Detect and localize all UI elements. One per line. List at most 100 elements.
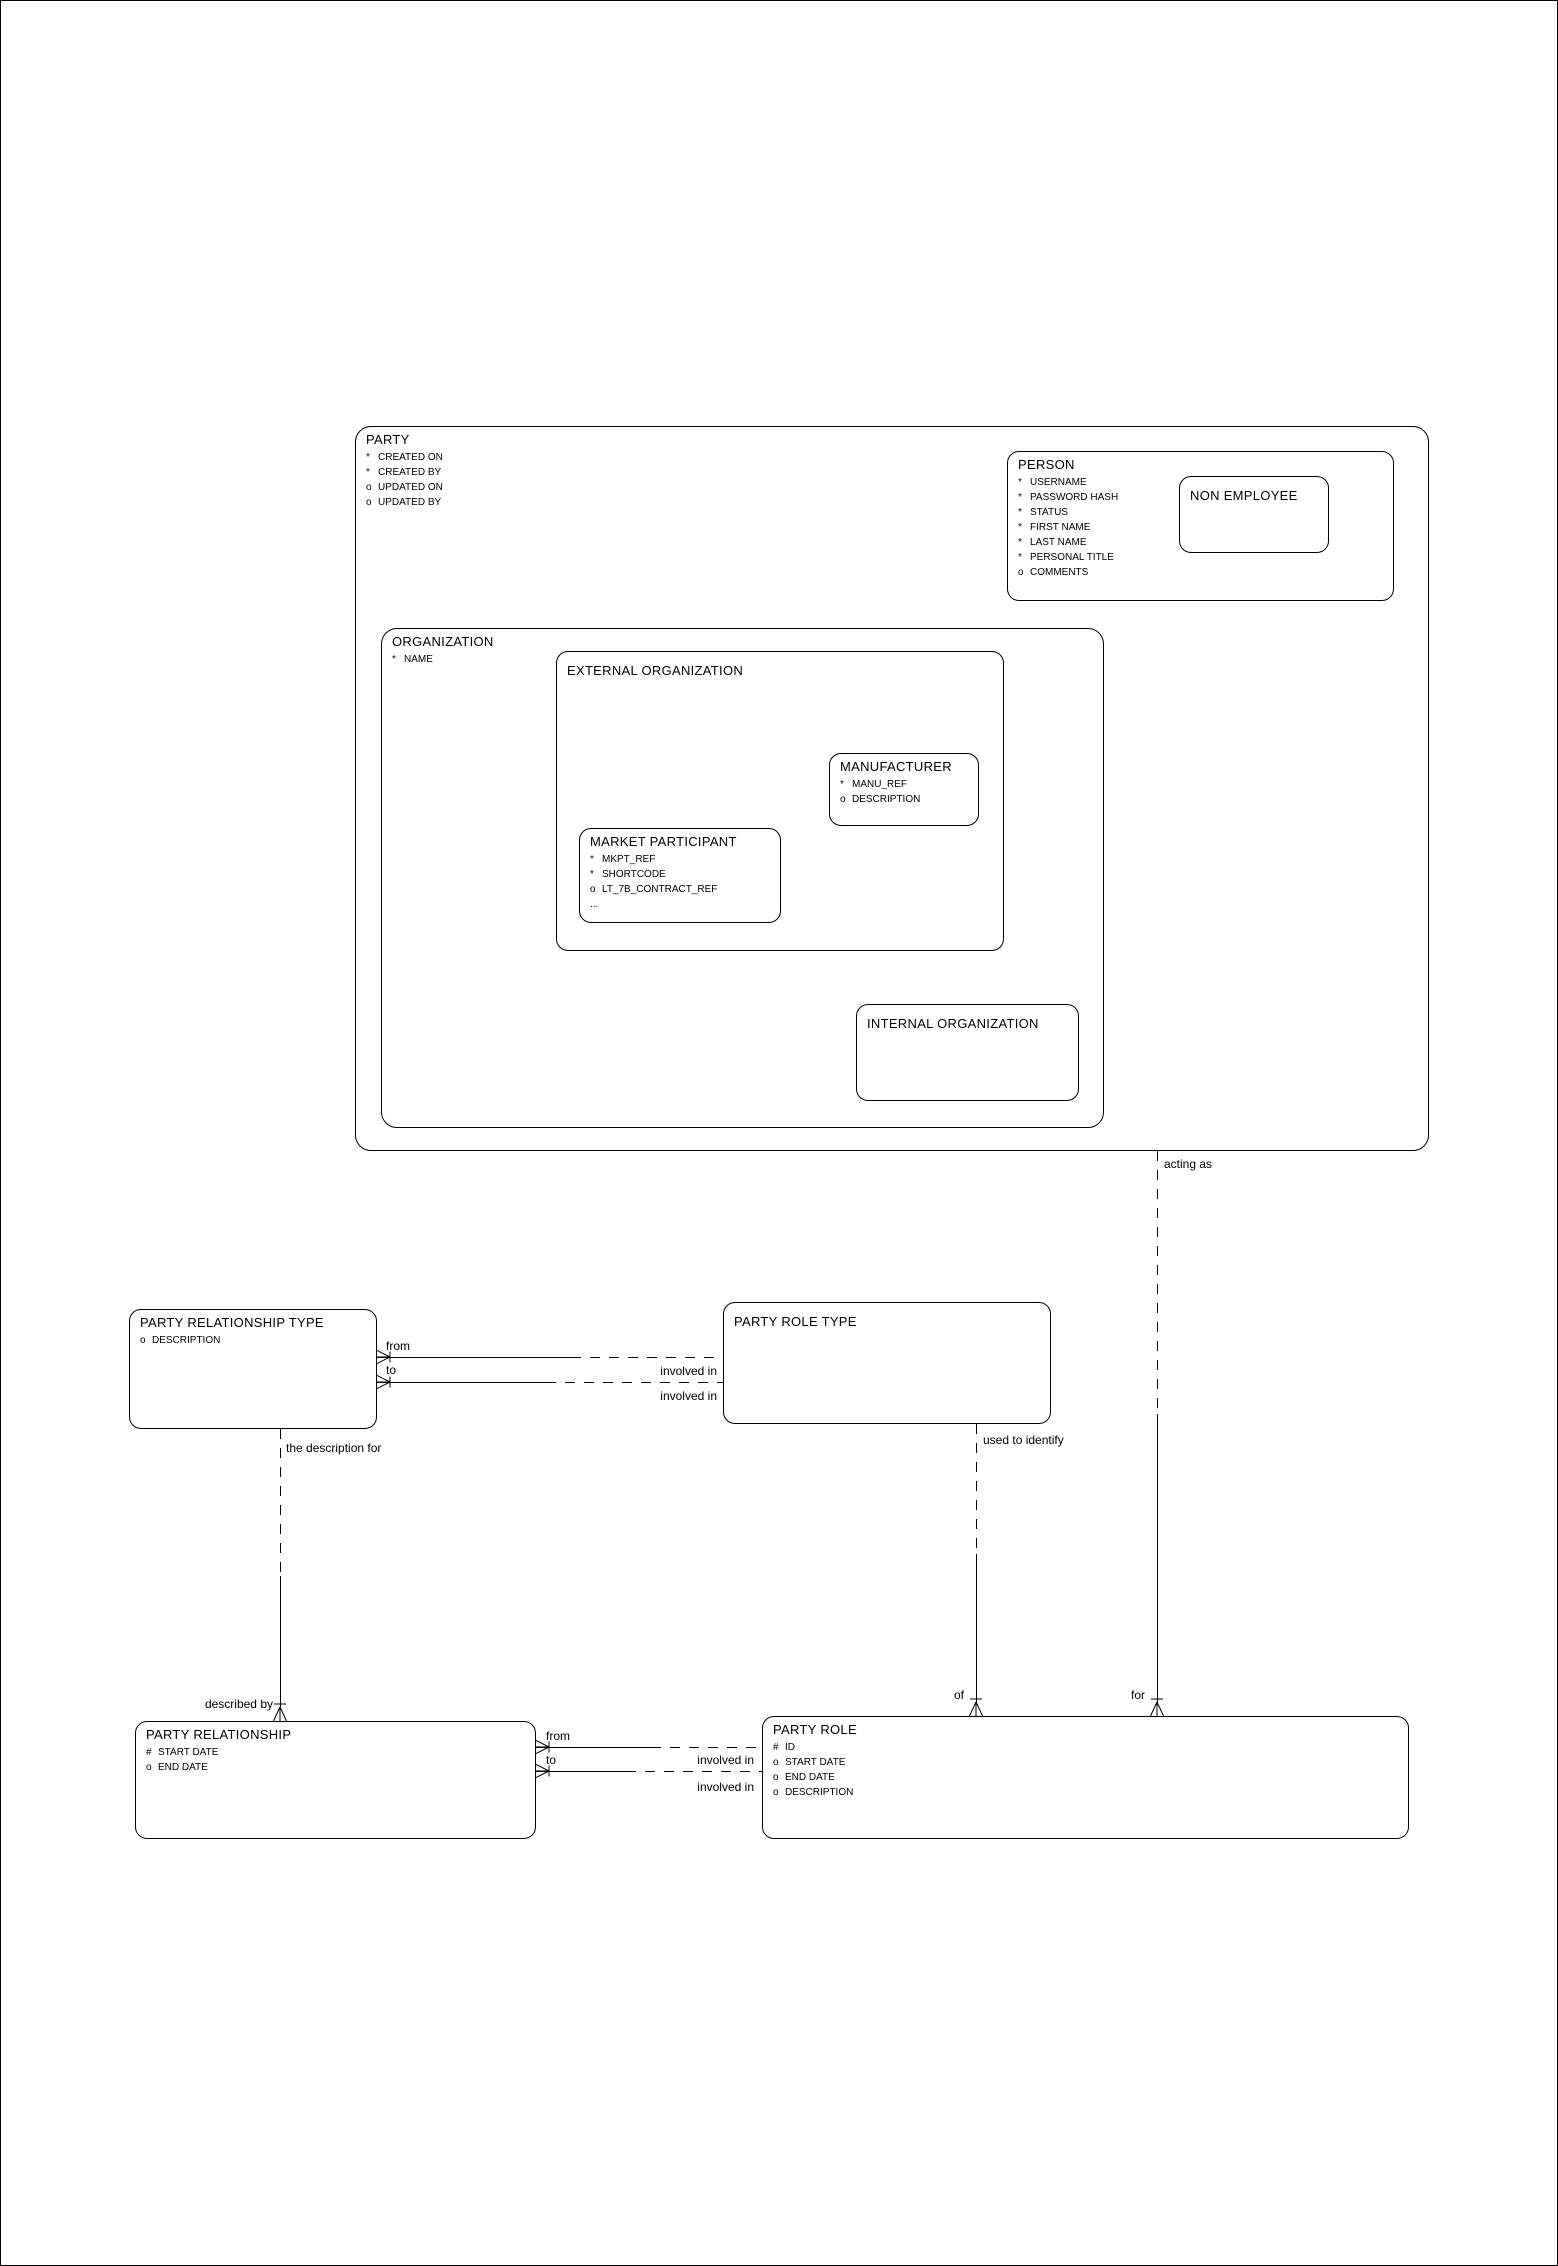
relationship-label-the-description-for: the description for [286, 1441, 382, 1455]
entity-title: NON EMPLOYEE [1190, 488, 1298, 503]
attribute-row: o DESCRIPTION [840, 792, 970, 807]
attribute-row: *MANU_REF [840, 777, 970, 792]
attribute-row: * CREATED ON [366, 450, 1420, 465]
attribute-marker: o [590, 884, 596, 895]
relationship-label-involved-in: involved in [660, 1364, 717, 1378]
attribute-marker: * [1018, 492, 1022, 503]
attribute-name: CREATED ON [378, 452, 443, 463]
attribute-row: * USERNAME [1018, 475, 1385, 490]
entity-title: INTERNAL ORGANIZATION [867, 1016, 1039, 1031]
attribute-marker: o [1018, 567, 1024, 578]
relationship-label-of: of [953, 1688, 964, 1702]
attribute-name: LT_7B_CONTRACT_REF [602, 884, 718, 895]
entity-title: PARTY RELATIONSHIP TYPE [140, 1315, 324, 1330]
attribute-row: o COMMENTS [1018, 565, 1385, 580]
attribute-row: * PERSONAL TITLE [1018, 550, 1385, 565]
attribute-name: STATUS [1030, 507, 1068, 518]
attribute-name: CREATED BY [378, 467, 442, 478]
attribute-row: o START DATE [773, 1755, 1400, 1770]
attribute-row: o END DATE [146, 1760, 527, 1775]
crow-foot-icon [536, 1740, 550, 1754]
attribute-name: MANU_REF [852, 779, 908, 790]
relationship-line-description-mandatory[interactable] [280, 1576, 281, 1707]
crow-foot-icon [536, 1764, 550, 1778]
attribute-name: USERNAME [1030, 477, 1087, 488]
relationship-line-description-optional[interactable] [280, 1429, 281, 1576]
entity-title: PARTY [366, 432, 410, 447]
attribute-name: START DATE [158, 1747, 219, 1758]
crow-foot-icon [273, 1703, 287, 1721]
attribute-marker: o [146, 1762, 152, 1773]
relationship-line-used-to-identify-optional[interactable] [976, 1424, 977, 1554]
relationship-line-acting-as-mandatory[interactable] [1157, 1414, 1158, 1704]
attribute-marker: # [773, 1742, 779, 1753]
attribute-row: *FIRST NAME [1018, 520, 1385, 535]
relationship-label-involved-in: involved in [660, 1389, 717, 1403]
relationship-line-instance-to-mandatory[interactable] [536, 1771, 626, 1772]
attribute-name: UPDATED BY [378, 497, 442, 508]
attribute-name: END DATE [158, 1762, 208, 1773]
relationship-line-instance-from-mandatory[interactable] [536, 1747, 651, 1748]
entity-non-employee[interactable]: NON EMPLOYEE [1179, 476, 1329, 553]
entity-title: MARKET PARTICIPANT [590, 834, 737, 849]
attribute-name: MKPT_REF [602, 854, 656, 865]
attribute-name: DESCRIPTION [852, 794, 921, 805]
attribute-name: PERSONAL TITLE [1030, 552, 1114, 563]
attribute-marker: o [840, 794, 846, 805]
relationship-label-to: to [546, 1753, 557, 1767]
attribute-name: FIRST NAME [1030, 522, 1091, 533]
attribute-marker: o [366, 482, 372, 493]
relationship-line-type-to-mandatory[interactable] [377, 1382, 546, 1383]
entity-title: PERSON [1018, 457, 1075, 472]
relationship-line-type-from-optional[interactable] [571, 1357, 723, 1358]
relationship-line-used-to-identify-mandatory[interactable] [976, 1554, 977, 1704]
attribute-marker: * [366, 452, 370, 463]
relationship-line-instance-from-optional[interactable] [651, 1747, 762, 1748]
attribute-marker: * [366, 467, 370, 478]
attribute-row: ... [590, 897, 772, 912]
relationship-label-described-by: described by [204, 1697, 273, 1711]
entity-market-participant[interactable]: MARKET PARTICIPANT *MKPT_REF *SHORTCODE … [579, 828, 781, 923]
attribute-marker: * [1018, 552, 1022, 563]
attribute-name: COMMENTS [1030, 567, 1089, 578]
attribute-name: PASSWORD HASH [1030, 492, 1119, 503]
entity-party-role-type[interactable]: PARTY ROLE TYPE [723, 1302, 1051, 1424]
attribute-marker: o [773, 1757, 779, 1768]
relationship-label-from: from [546, 1729, 570, 1743]
entity-title: PARTY ROLE TYPE [734, 1314, 857, 1329]
attribute-marker: ... [590, 899, 599, 910]
relationship-label-for: for [1130, 1688, 1145, 1702]
attribute-marker: * [590, 869, 594, 880]
attribute-row: o LT_7B_CONTRACT_REF [590, 882, 772, 897]
attribute-marker: * [1018, 477, 1022, 488]
crow-foot-icon [377, 1350, 391, 1364]
attribute-name: SHORTCODE [602, 869, 666, 880]
relationship-line-instance-to-optional[interactable] [626, 1771, 762, 1772]
attribute-marker: # [146, 1747, 152, 1758]
crow-foot-icon [1150, 1698, 1164, 1716]
attribute-name: START DATE [785, 1757, 846, 1768]
attribute-row: # START DATE [146, 1745, 527, 1760]
relationship-line-type-from-mandatory[interactable] [377, 1357, 571, 1358]
relationship-label-involved-in: involved in [697, 1780, 754, 1794]
attribute-name: DESCRIPTION [152, 1335, 221, 1346]
attribute-row: * PASSWORD HASH [1018, 490, 1385, 505]
crow-foot-icon [969, 1698, 983, 1716]
attribute-row: *NAME [392, 652, 1095, 667]
entity-internal-organization[interactable]: INTERNAL ORGANIZATION [856, 1004, 1079, 1101]
relationship-line-type-to-optional[interactable] [546, 1382, 723, 1383]
attribute-marker: * [590, 854, 594, 865]
relationship-line-acting-as-optional[interactable] [1157, 1151, 1158, 1414]
entity-title: ORGANIZATION [392, 634, 494, 649]
crow-foot-icon [377, 1375, 391, 1389]
attribute-name: ID [785, 1742, 795, 1753]
relationship-label-from: from [386, 1339, 410, 1353]
